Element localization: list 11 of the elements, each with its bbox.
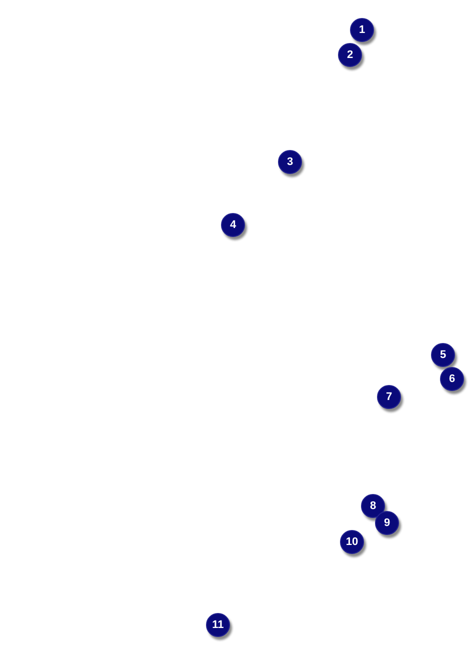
callout-number: 5 (431, 343, 455, 367)
callout-number: 6 (440, 367, 464, 391)
callout-number: 8 (361, 494, 385, 518)
callout-number: 2 (338, 43, 362, 67)
callout-number: 4 (221, 213, 245, 237)
callout-number: 11 (206, 613, 230, 637)
callout-number: 9 (375, 511, 399, 535)
callout-number: 1 (350, 18, 374, 42)
callout-number: 7 (377, 385, 401, 409)
callout-number: 3 (278, 150, 302, 174)
callout-number: 10 (340, 530, 364, 554)
